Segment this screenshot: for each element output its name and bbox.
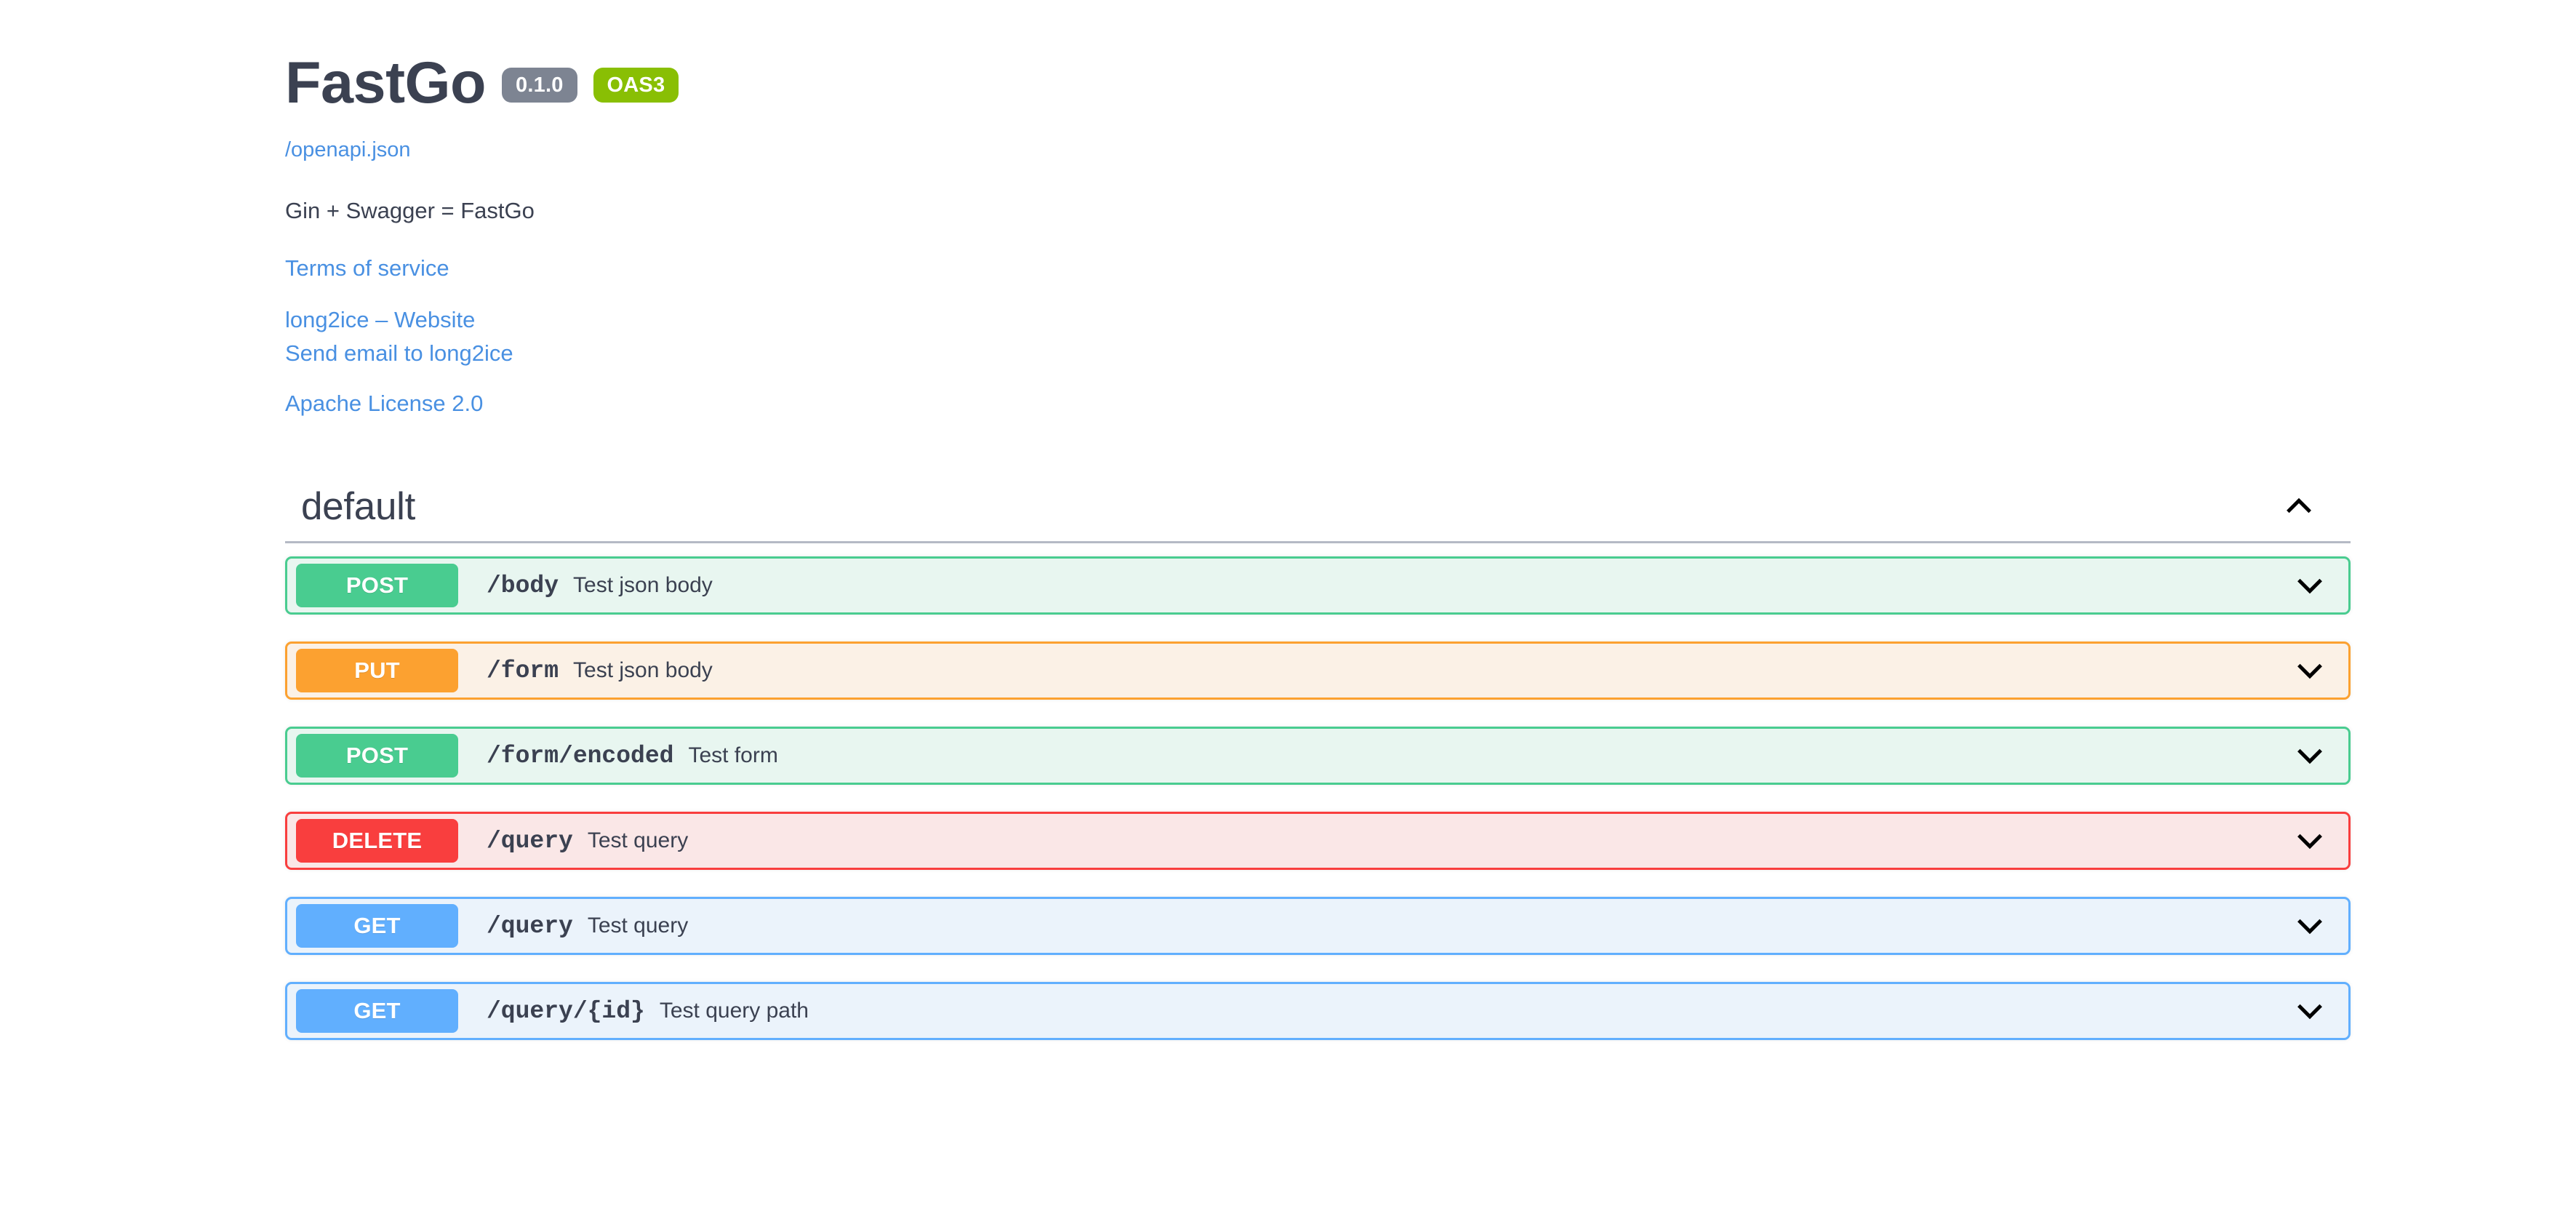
api-info-block: FastGo 0.1.0 OAS3 /openapi.json Gin + Sw… xyxy=(285,44,2351,415)
chevron-down-icon[interactable] xyxy=(2293,824,2327,858)
operation-method-badge: GET xyxy=(296,989,458,1033)
terms-of-service-link[interactable]: Terms of service xyxy=(285,255,449,281)
api-links: Terms of service long2ice – Website Send… xyxy=(285,257,2351,415)
operation-method-badge: POST xyxy=(296,734,458,778)
operation-path: /query xyxy=(487,827,573,855)
operation-method-badge: PUT xyxy=(296,649,458,692)
operation-summary: Test json body xyxy=(573,573,713,597)
operation-path: /query/{id} xyxy=(487,997,645,1025)
chevron-up-icon[interactable] xyxy=(2282,489,2316,523)
operation-summary: Test query xyxy=(587,828,689,852)
operation-method-badge: POST xyxy=(296,564,458,607)
contact-email-link[interactable]: Send email to long2ice xyxy=(285,340,513,367)
chevron-down-icon[interactable] xyxy=(2293,994,2327,1028)
operation-summary: Test query path xyxy=(659,999,809,1023)
oas-version-badge: OAS3 xyxy=(593,68,679,103)
chevron-down-icon[interactable] xyxy=(2293,654,2327,687)
operation-method-badge: GET xyxy=(296,904,458,948)
tag-name-label: default xyxy=(301,484,416,528)
contact-website-link[interactable]: long2ice – Website xyxy=(285,307,476,333)
operation-summary: Test query xyxy=(587,914,689,938)
license-link[interactable]: Apache License 2.0 xyxy=(285,391,484,417)
operation-path: /body xyxy=(487,572,559,599)
operation-row[interactable]: GET/query Test query xyxy=(285,897,2351,955)
version-badge: 0.1.0 xyxy=(502,68,577,103)
operation-row[interactable]: DELETE/query Test query xyxy=(285,812,2351,870)
operation-summary: Test json body xyxy=(573,658,713,682)
operation-row[interactable]: POST/body Test json body xyxy=(285,556,2351,615)
api-title-row: FastGo 0.1.0 OAS3 xyxy=(285,44,2351,124)
operation-row[interactable]: GET/query/{id} Test query path xyxy=(285,982,2351,1040)
operation-row[interactable]: PUT/form Test json body xyxy=(285,642,2351,700)
chevron-down-icon[interactable] xyxy=(2293,569,2327,602)
chevron-down-icon[interactable] xyxy=(2293,909,2327,943)
operation-row[interactable]: POST/form/encoded Test form xyxy=(285,727,2351,785)
tag-header[interactable]: default xyxy=(285,479,2351,543)
operation-summary: Test form xyxy=(688,743,778,767)
page-title: FastGo xyxy=(285,50,487,116)
operation-method-badge: DELETE xyxy=(296,819,458,863)
operation-path: /form/encoded xyxy=(487,742,674,770)
chevron-down-icon[interactable] xyxy=(2293,739,2327,772)
operation-path: /query xyxy=(487,912,573,940)
operation-path: /form xyxy=(487,657,559,684)
api-description: Gin + Swagger = FastGo xyxy=(285,198,535,223)
openapi-spec-link[interactable]: /openapi.json xyxy=(285,138,411,161)
